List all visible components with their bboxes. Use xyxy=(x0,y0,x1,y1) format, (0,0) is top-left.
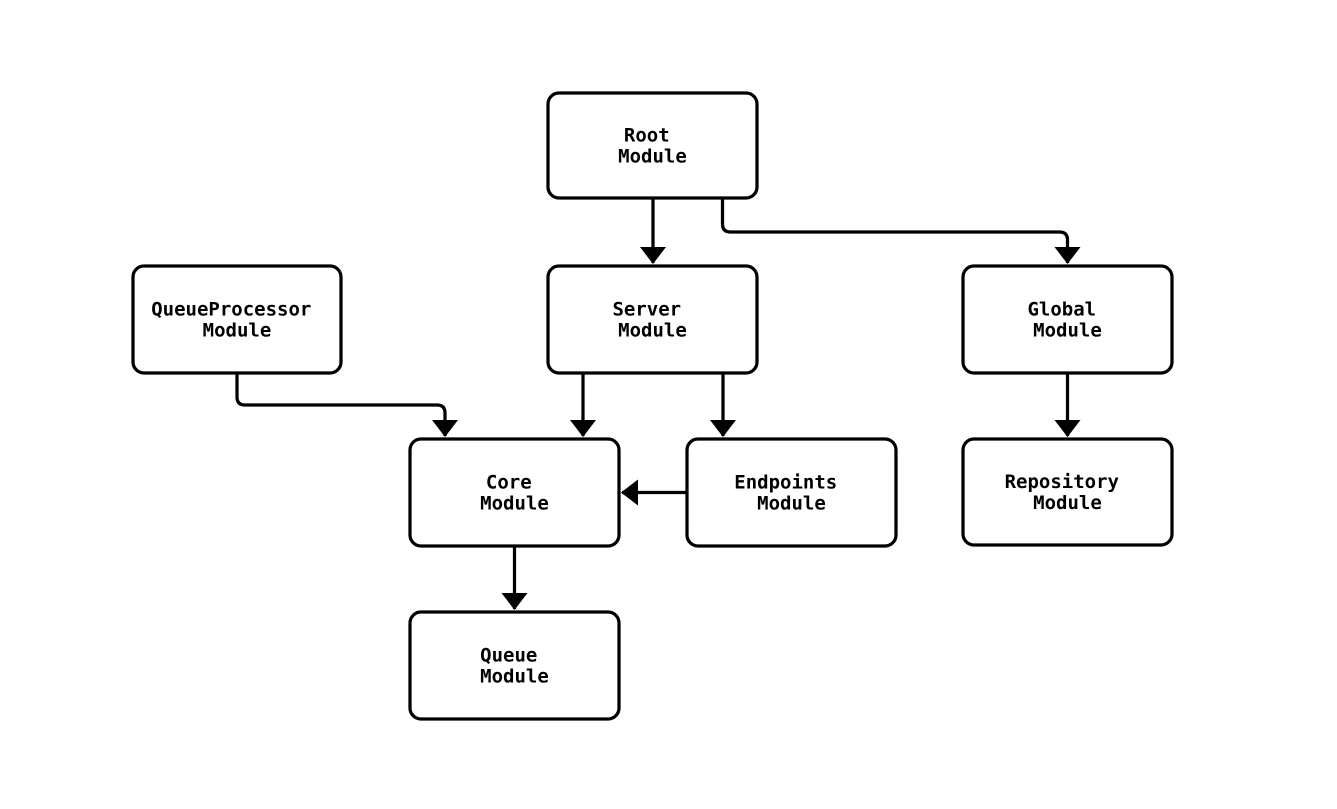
node-global-module: Global Module xyxy=(961,264,1174,375)
node-queue-module: Queue Module xyxy=(408,610,621,721)
node-root-label-line2: Module xyxy=(618,146,687,168)
node-root-box xyxy=(546,91,759,200)
node-endpoints-label: Endpoints Module xyxy=(734,472,848,515)
node-core-label-line1: Core xyxy=(486,472,532,494)
node-queueprocessor-module: QueueProcessor Module xyxy=(131,264,343,375)
node-server-label: Server Module xyxy=(612,299,692,342)
node-root-module: Root Module xyxy=(546,91,759,200)
node-server-label-line2: Module xyxy=(618,320,687,342)
node-repository-box xyxy=(961,437,1174,547)
node-global-label-line1: Global xyxy=(1027,299,1096,321)
node-queueprocessor-box xyxy=(131,264,343,375)
node-core-module: Core Module xyxy=(408,437,621,548)
node-repository-label-line2: Module xyxy=(1033,492,1102,514)
node-repository-label-line1: Repository xyxy=(1005,471,1119,493)
edge-root-to-global xyxy=(720,198,1081,264)
node-endpoints-label-line1: Endpoints xyxy=(734,472,837,494)
node-queue-label: Queue Module xyxy=(480,645,549,688)
node-root-label-line1: Root xyxy=(624,125,670,147)
nodes-layer: Root Module QueueProcessor Module Server… xyxy=(131,91,1174,721)
node-global-label-line2: Module xyxy=(1033,320,1102,342)
node-root-label: Root Module xyxy=(618,125,687,168)
node-endpoints-module: Endpoints Module xyxy=(685,437,898,548)
node-queueprocessor-label-line1: QueueProcessor xyxy=(151,299,311,321)
node-repository-label: Repository Module xyxy=(1005,471,1131,514)
node-queue-label-line1: Queue xyxy=(480,645,537,667)
node-queueprocessor-label: QueueProcessor Module xyxy=(151,299,323,342)
node-global-label: Global Module xyxy=(1027,299,1107,342)
node-queueprocessor-label-line2: Module xyxy=(203,320,272,342)
edge-queueprocessor-to-core xyxy=(235,373,458,437)
node-server-box xyxy=(546,264,759,375)
node-queue-box xyxy=(408,610,621,721)
node-server-label-line1: Server xyxy=(612,299,681,321)
node-endpoints-box xyxy=(685,437,898,548)
node-core-label: Core Module xyxy=(480,472,549,515)
node-core-box xyxy=(408,437,621,548)
node-core-label-line2: Module xyxy=(480,493,549,515)
edges-layer xyxy=(235,198,1081,610)
node-server-module: Server Module xyxy=(546,264,759,375)
node-endpoints-label-line2: Module xyxy=(757,493,826,515)
node-queue-label-line2: Module xyxy=(480,666,549,688)
node-global-box xyxy=(961,264,1174,375)
node-repository-module: Repository Module xyxy=(961,437,1174,547)
